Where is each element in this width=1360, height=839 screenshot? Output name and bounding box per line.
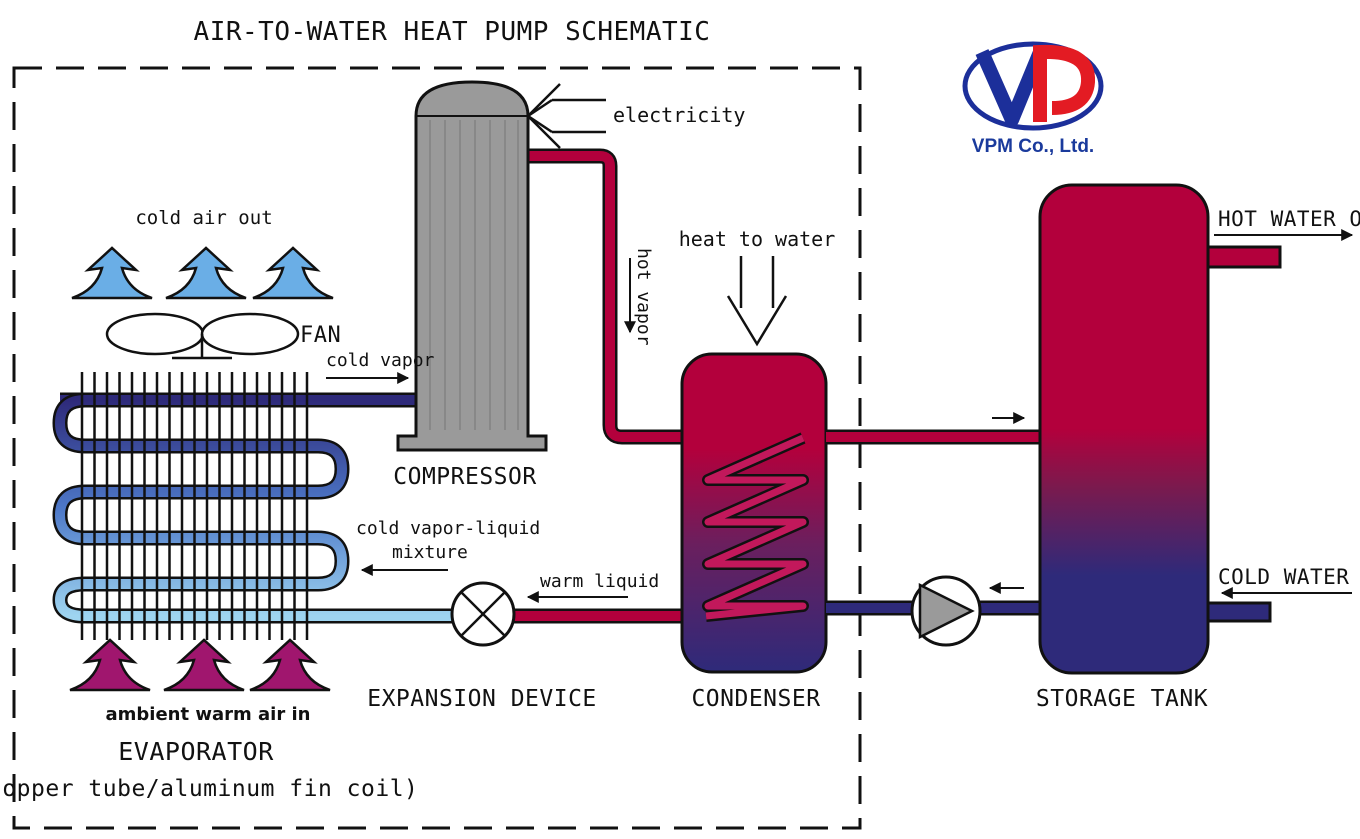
compressor-label: COMPRESSOR [393,464,536,490]
evaporator-fins [80,372,309,640]
evaporator-coil [54,395,455,621]
hot-water-out-pipe [1206,245,1282,269]
evaporator-sub-label: (copper tube/aluminum fin coil) [0,776,418,802]
ambient-warm-air-label: ambient warm air in [106,704,311,725]
electricity-label: electricity [613,103,745,127]
hot-water-out-label: HOT WATER OUT [1218,207,1360,231]
expansion-device [450,581,516,647]
evaporator-label: EVAPORATOR [118,737,274,766]
hot-vapor-pipe [528,151,800,442]
circulation-pump [910,575,982,647]
cold-air-out-label: cold air out [135,207,272,229]
fan [105,312,300,360]
electricity-arrow [526,83,606,149]
cold-vapor-liquid-label-2: mixture [392,542,468,563]
cold-water-in-label: COLD WATER IN [1218,565,1360,589]
storage-tank-label: STORAGE TANK [1036,686,1208,712]
cold-air-out-arrows [71,246,334,300]
warm-liquid-label: warm liquid [540,571,659,592]
compressor [396,80,548,452]
cold-vapor-label: cold vapor [326,350,435,371]
expansion-device-label: EXPANSION DEVICE [367,686,597,712]
storage-tank [1038,183,1210,675]
heat-to-water-arrow [726,256,788,347]
unit-boundary [12,66,862,830]
ambient-warm-air-arrows [69,638,331,692]
hot-vapor-label: hot vapor [633,248,654,346]
fan-label: FAN [300,323,341,348]
diagram-title: AIR-TO-WATER HEAT PUMP SCHEMATIC [194,17,711,47]
logo-text: VPM Co., Ltd. [972,136,1094,157]
cold-water-in-pipe [1206,601,1272,623]
heat-to-water-label: heat to water [679,227,836,251]
condenser-coil [702,432,809,622]
condenser [680,352,828,674]
condenser-label: CONDENSER [691,686,820,712]
vpm-logo: VPM Co., Ltd. [962,41,1104,157]
cold-vapor-liquid-label-1: cold vapor-liquid [356,518,540,539]
